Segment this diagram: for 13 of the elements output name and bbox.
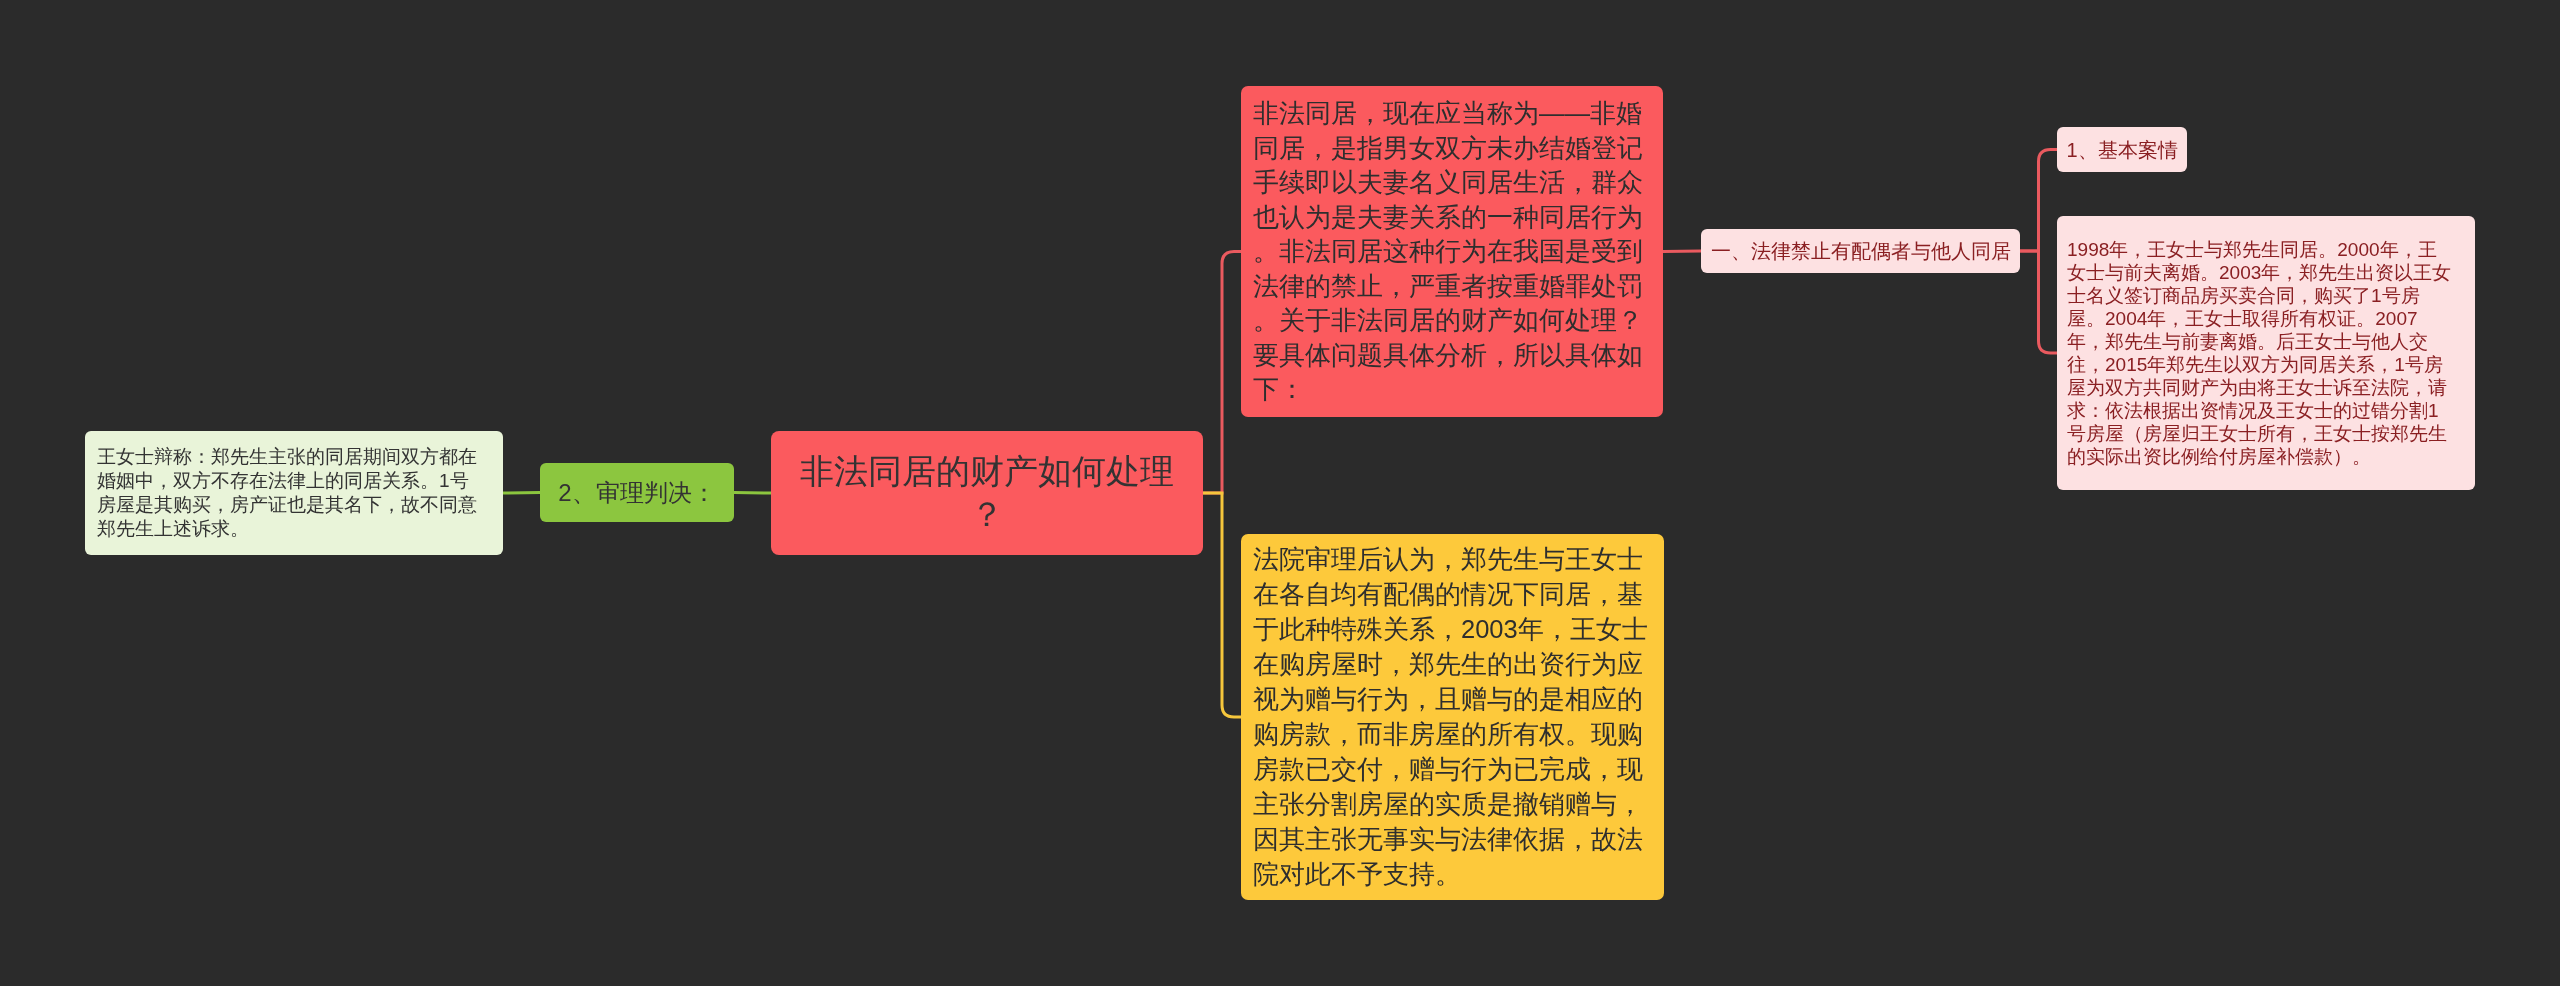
connector-line [733,491,772,495]
connector-line [502,491,541,495]
branch-box: 2、审理判决： [540,463,734,522]
branch-box: 一、法律禁止有配偶者与他人同居 [1701,229,2020,273]
central-topic-box: 非法同居的财产如何处理？ [771,431,1203,555]
branch-box: 1、基本案情 [2057,127,2187,172]
connector-line [2020,249,2057,355]
connector-line [1203,491,1241,719]
note-box: 王女士辩称：郑先生主张的同居期间双方都在婚姻中，双方不存在法律上的同居关系。1号房屋是其购买，房产证也是其名下，故不同意郑先生上述诉求。 [85,431,503,555]
note-box: 法院审理后认为，郑先生与王女士在各自均有配偶的情况下同居，基于此种特殊关系，2003年，王女士在购房屋时，郑先生的出资行为应视为赠与行为，且赠与的是相应的购房款，而非房屋的所有权。现购房款已交付，赠与行为已完成，现主张分割房屋的实质是撤销赠与，因其主张无事实与法律依据，故法院对此不予支持。 [1241,534,1664,900]
note-box: 非法同居，现在应当称为——非婚同居，是指男女双方未办结婚登记手续即以夫妻名义同居生活，群众也认为是夫妻关系的一种同居行为。非法同居这种行为在我国是受到法律的禁止，严重者按重婚罪处罚。关于非法同居的财产如何处理？要具体问题具体分析，所以具体如下： [1241,86,1663,417]
connector-line [1662,249,1702,253]
note-box: 1998年，王女士与郑先生同居。2000年，王女士与前夫离婚。2003年，郑先生出资以王女士名义签订商品房买卖合同，购买了1号房屋。2004年，王女士取得所有权证。2007年，郑先生与前妻离婚。后王女士与他人交往，2015年郑先生以双方为同居关系，1号房屋为双方共同财产为由将王女士诉至法院，请求：依法根据出资情况及王女士的过错分割1号房屋（房屋归王女士所有，王女士按郑先生的实际出资比例给付房屋补偿款）。 [2057,216,2475,490]
